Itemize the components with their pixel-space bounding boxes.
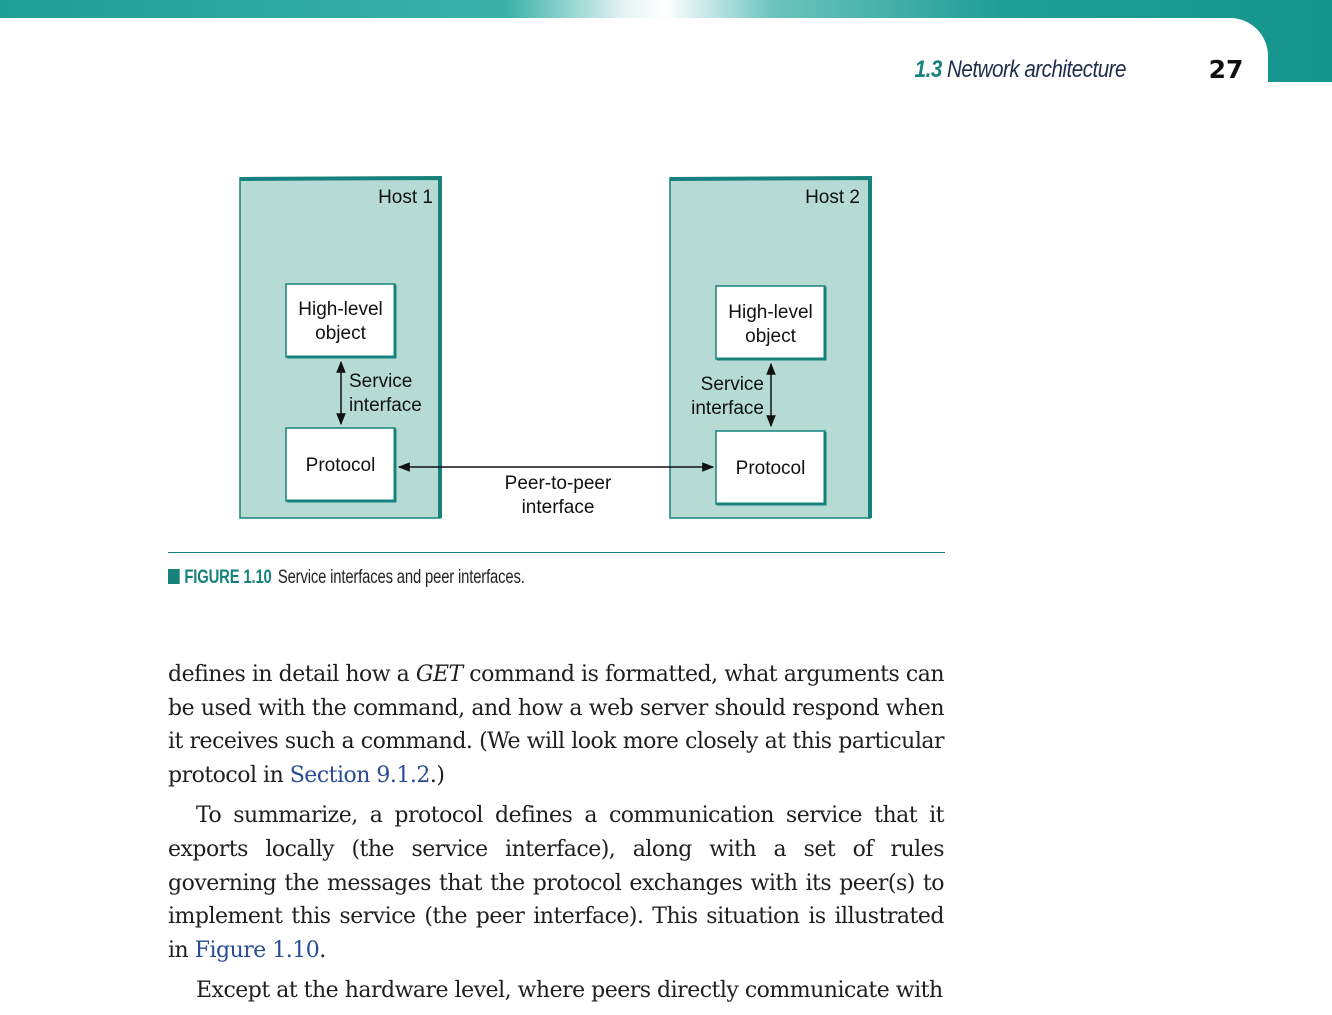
host-1-protocol-label: Protocol bbox=[306, 455, 376, 476]
host-1-service-line1: Service bbox=[349, 371, 412, 392]
caption-square-icon bbox=[168, 569, 180, 584]
running-head: 1.3 Network architecture bbox=[906, 56, 1127, 88]
page-number: 27 bbox=[1208, 55, 1244, 84]
host-2-high-level-line2: object bbox=[745, 326, 796, 347]
paragraph-3: Except at the hardware level, where peer… bbox=[196, 978, 943, 1004]
host-1-service-line2: interface bbox=[349, 395, 422, 416]
network-diagram: Host 1 High-level object Service interfa… bbox=[239, 175, 872, 519]
section-link[interactable]: Section 9.1.2 bbox=[289, 762, 431, 788]
host-1-high-level-line2: object bbox=[315, 323, 366, 344]
figure-label: FIGURE 1.10 bbox=[184, 567, 272, 588]
host-2-high-level-line1: High-level bbox=[728, 302, 812, 323]
host-2-protocol-label: Protocol bbox=[736, 458, 806, 479]
paragraph-2: To summarize, a protocol defines a commu… bbox=[168, 799, 945, 967]
peer-to-peer-line2: interface bbox=[522, 497, 595, 518]
host-2-service-line1: Service bbox=[701, 374, 764, 395]
host-2-service-line2: interface bbox=[691, 398, 764, 419]
host-2-high-level-object: High-level object bbox=[715, 285, 827, 361]
section-title: Network architecture bbox=[947, 56, 1126, 83]
p2-text-a: To summarize, a protocol defines a commu… bbox=[168, 803, 945, 963]
host-1-protocol: Protocol bbox=[285, 427, 397, 503]
header-band-cutout bbox=[0, 18, 1268, 88]
p1-text-b: command is formatted, what arguments can… bbox=[168, 662, 945, 788]
host-2-title: Host 2 bbox=[805, 187, 860, 208]
figure-link[interactable]: Figure 1.10 bbox=[194, 937, 320, 963]
section-number: 1.3 bbox=[914, 56, 943, 83]
p2-text-b: . bbox=[319, 937, 326, 963]
host-2-protocol: Protocol bbox=[715, 430, 827, 506]
p1-get-command: GET bbox=[415, 662, 463, 687]
paragraph-1: defines in detail how a GET command is f… bbox=[168, 658, 945, 792]
p1-text-c: .) bbox=[429, 762, 445, 788]
host-1-title: Host 1 bbox=[378, 187, 433, 208]
host-1-high-level-object: High-level object bbox=[285, 283, 397, 359]
figure-rule bbox=[168, 552, 945, 553]
host-1-high-level-line1: High-level bbox=[298, 299, 382, 320]
p1-text-a: defines in detail how a bbox=[168, 662, 416, 687]
caption-text: Service interfaces and peer interfaces. bbox=[277, 567, 525, 588]
body-text: defines in detail how a GET command is f… bbox=[168, 658, 945, 1015]
peer-to-peer-line1: Peer-to-peer bbox=[505, 473, 612, 494]
